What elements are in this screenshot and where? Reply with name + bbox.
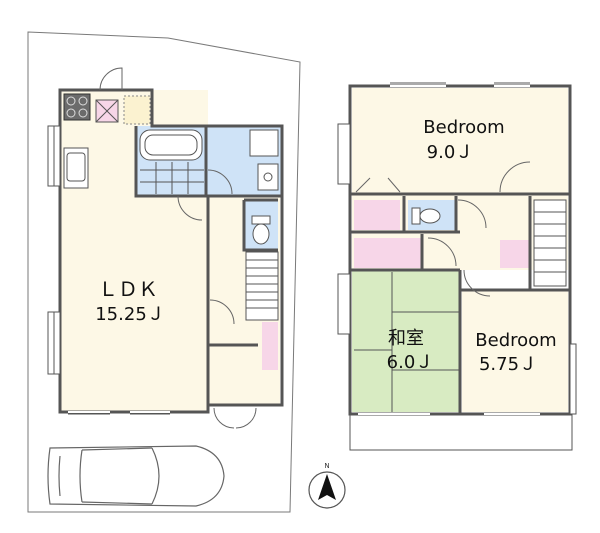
- balcony-floor: [349, 413, 573, 451]
- lot-boundary: [27, 31, 301, 513]
- interior-walls-1f: [134, 126, 282, 405]
- closet-2f-c: [500, 240, 530, 268]
- door-arc-washitsu: [427, 237, 457, 267]
- north-label: N: [324, 462, 329, 470]
- door-arc-entry-top: [99, 67, 123, 91]
- second-floor: Bedroom 9.0Ｊ 和室 6.0Ｊ Bedroom 5.75Ｊ: [337, 82, 577, 451]
- ldk-room-name: ＬＤＫ: [98, 277, 158, 301]
- door-arc-bath: [207, 169, 233, 195]
- pantry-icon: [123, 95, 151, 125]
- stairs-icon: [245, 251, 279, 321]
- stairs-2f-icon: [533, 199, 567, 287]
- closet-2f-a: [354, 200, 400, 230]
- kitchen-stove-icon: [63, 93, 91, 121]
- window-washitsu: [337, 273, 351, 335]
- bathroom-tiles: [140, 162, 204, 194]
- door-arc-ldk: [177, 195, 203, 221]
- bedroom-right-floor: [462, 290, 568, 412]
- closet-2f-b: [354, 238, 422, 268]
- toilet-icon: [251, 215, 271, 245]
- window-bedroom-top: [337, 123, 351, 185]
- tatami-lines: [354, 272, 460, 412]
- bathtub-icon: [139, 129, 203, 161]
- bedroom-top-name: Bedroom: [423, 117, 504, 138]
- washitsu-floor: [352, 270, 460, 412]
- door-arc-closet-top: [355, 177, 401, 193]
- first-floor: ＬＤＫ 15.25Ｊ: [47, 67, 284, 429]
- sink-icon: [63, 147, 89, 189]
- bedroom-right-size: 5.75Ｊ: [479, 354, 537, 375]
- toilet-2f-icon: [411, 207, 441, 225]
- window-bedroom-right: [569, 343, 577, 415]
- door-arc-hall: [209, 299, 235, 325]
- washbasin-icon: [257, 163, 279, 191]
- washitsu-name: 和室: [388, 328, 424, 349]
- ldk-room-size: 15.25Ｊ: [95, 304, 165, 325]
- bedroom-right-name: Bedroom: [475, 330, 556, 351]
- north-arrow-icon: N: [308, 462, 346, 509]
- car-icon: [47, 445, 225, 507]
- door-arc-bedroom-right: [463, 269, 491, 297]
- bedroom-top-floor: [352, 88, 568, 192]
- interior-walls-2f: [350, 192, 570, 414]
- washing-machine-icon: [249, 129, 279, 157]
- washitsu-size: 6.0Ｊ: [387, 352, 434, 373]
- door-arc-bedroom-top: [499, 161, 531, 193]
- door-arc-toilet-2f: [457, 199, 487, 229]
- bedroom-top-size: 9.0Ｊ: [427, 142, 474, 163]
- storage-1f: [262, 322, 278, 370]
- door-arc-entrance: [213, 407, 257, 429]
